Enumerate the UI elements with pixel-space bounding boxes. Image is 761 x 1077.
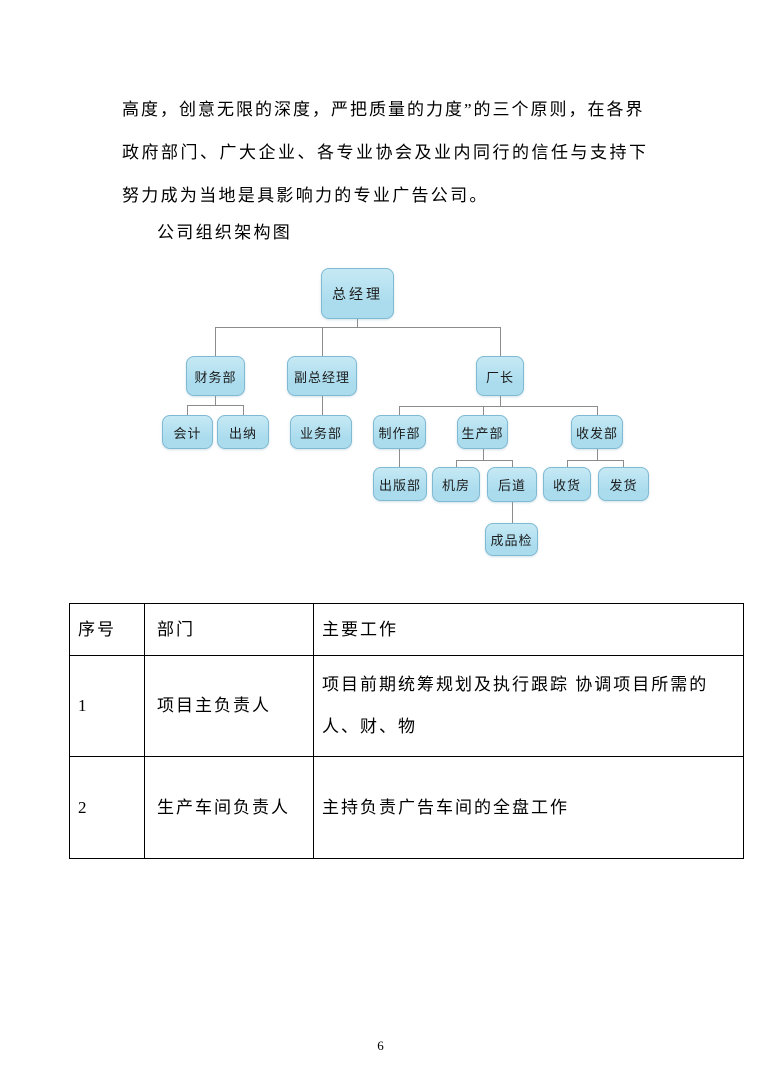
cell-work: 项目前期统筹规划及执行跟踪 协调项目所需的人、财、物 (313, 655, 744, 757)
connector-line (399, 406, 597, 407)
org-node-receiving: 收货 (543, 467, 591, 501)
connector-line (243, 405, 244, 415)
org-chart: 总经理 财务部 副总经理 厂长 会计 出纳 业务部 制作部 生产部 收发部 出版… (162, 268, 649, 556)
cell-work: 主持负责广告车间的全盘工作 (313, 756, 744, 859)
connector-line (357, 319, 358, 327)
connector-line (500, 396, 501, 406)
section-heading: 公司组织架构图 (157, 223, 293, 242)
table-row: 2 生产车间负责人 主持负责广告车间的全盘工作 (69, 756, 744, 859)
paragraph-line: 努力成为当地是具影响力的专业广告公司。 (122, 186, 489, 205)
connector-line (597, 449, 598, 460)
connector-line (322, 396, 323, 415)
connector-line (567, 460, 568, 467)
connector-line (512, 460, 513, 467)
connector-line (215, 327, 500, 328)
paragraph-line: 政府部门、广大企业、各专业协会及业内同行的信任与支持下 (122, 143, 649, 162)
connector-line (623, 460, 624, 467)
org-node-finished-inspection: 成品检 (485, 523, 538, 556)
page-number: 6 (377, 1038, 384, 1053)
body-paragraph: 高度，创意无限的深度，严把质量的力度”的三个原则，在各界 政府部门、广大企业、各… (122, 88, 662, 217)
connector-line (500, 327, 501, 356)
table-row: 1 项目主负责人 项目前期统筹规划及执行跟踪 协调项目所需的人、财、物 (69, 655, 744, 757)
col-header-work: 主要工作 (313, 603, 744, 656)
paragraph-line: 高度，创意无限的深度，严把质量的力度”的三个原则，在各界 (122, 100, 645, 119)
col-header-dept: 部门 (144, 603, 314, 656)
org-node-finance-dept: 财务部 (186, 356, 245, 396)
org-node-production-dept: 生产部 (457, 415, 508, 449)
cell-dept: 项目主负责人 (144, 655, 314, 757)
table-header-row: 序号 部门 主要工作 (69, 603, 744, 656)
org-node-factory-director: 厂长 (476, 356, 524, 396)
connector-line (512, 502, 513, 523)
departments-table: 序号 部门 主要工作 1 项目主负责人 项目前期统筹规划及执行跟踪 协调项目所需… (69, 603, 744, 859)
cell-dept: 生产车间负责人 (144, 756, 314, 859)
connector-line (483, 449, 484, 460)
connector-line (399, 406, 400, 415)
connector-line (215, 396, 216, 405)
connector-line (215, 327, 216, 356)
org-node-general-manager: 总经理 (321, 268, 394, 319)
connector-line (597, 406, 598, 415)
org-node-cashier: 出纳 (217, 415, 269, 449)
connector-line (456, 460, 457, 467)
cell-no: 1 (69, 655, 145, 757)
connector-line (399, 449, 400, 467)
org-node-post-process: 后道 (487, 467, 537, 502)
connector-line (187, 405, 243, 406)
connector-line (456, 460, 512, 461)
org-node-machine-room: 机房 (432, 467, 480, 502)
org-node-making-dept: 制作部 (373, 415, 426, 449)
connector-line (483, 406, 484, 415)
org-node-publishing-dept: 出版部 (373, 467, 427, 501)
org-node-dispatch-dept: 收发部 (571, 415, 623, 449)
org-node-shipping: 发货 (598, 467, 649, 501)
connector-line (322, 327, 323, 356)
org-node-business-dept: 业务部 (290, 415, 352, 449)
connector-line (567, 460, 623, 461)
col-header-no: 序号 (69, 603, 145, 656)
cell-no: 2 (69, 756, 145, 859)
org-node-accounting: 会计 (162, 415, 213, 449)
org-node-deputy-general-manager: 副总经理 (287, 356, 357, 396)
connector-line (187, 405, 188, 415)
